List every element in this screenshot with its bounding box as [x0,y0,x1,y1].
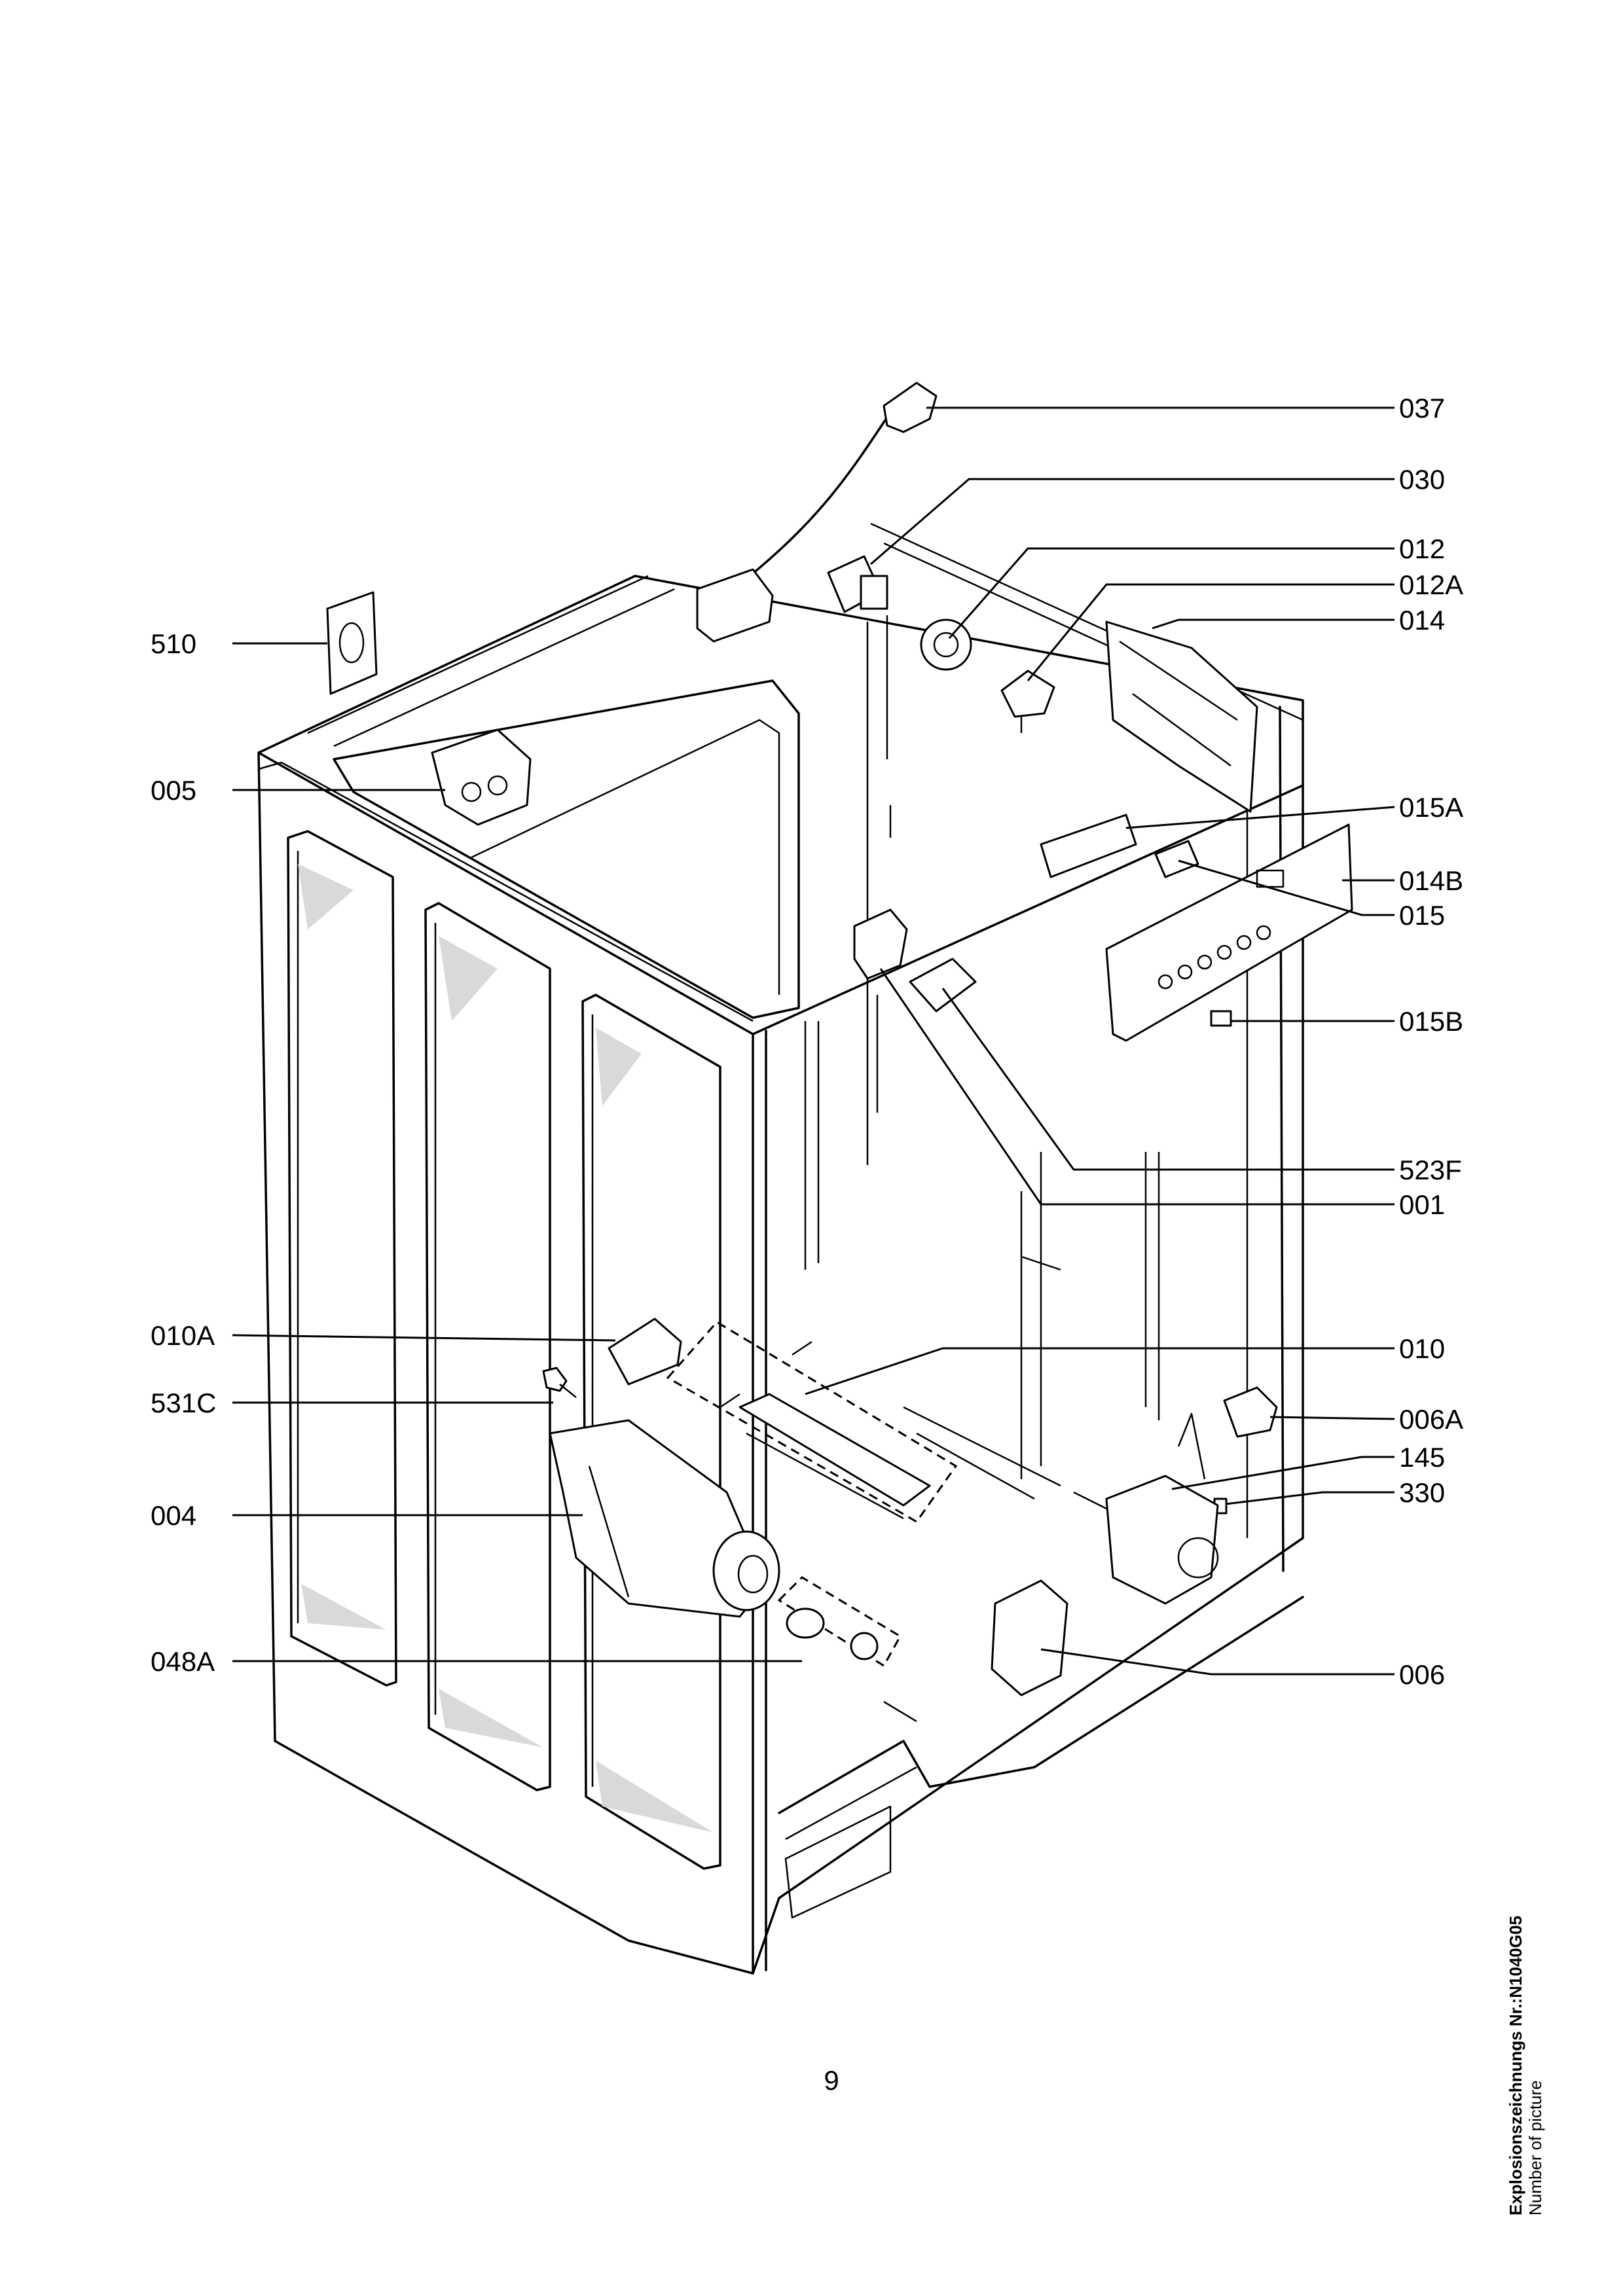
part-012A-thermostat [1000,670,1055,733]
label-006A: 006A [1399,1404,1463,1435]
picture-number-subtitle: Number of picture [1525,2080,1545,2215]
part-048A-pulley [777,1576,902,1668]
label-015A: 015A [1399,792,1463,823]
part-006A-pump-motor [1223,1386,1278,1438]
part-523F-filter [909,958,977,1013]
picture-number-note: Explosionszeichnungs Nr.:N1040G05 Number… [1506,1916,1545,2215]
label-048A: 048A [151,1646,215,1677]
label-037: 037 [1399,393,1445,423]
label-510: 510 [151,628,196,659]
picture-number-title: Explosionszeichnungs Nr.:N1040G05 [1506,1915,1525,2215]
part-015A-pcb [1040,814,1137,878]
label-014: 014 [1399,605,1445,636]
label-004: 004 [151,1500,196,1531]
part-030-capacitor [827,555,888,613]
label-010: 010 [1399,1333,1445,1364]
label-015B: 015B [1399,1006,1463,1037]
part-004-motor [549,1419,780,1618]
leader-lines [232,406,1395,1676]
label-006: 006 [1399,1659,1445,1690]
part-terminal-block [696,568,774,643]
label-012: 012 [1399,533,1445,564]
part-010-heater [666,1321,958,1523]
page-number: 9 [824,2065,839,2096]
part-531C-screw [542,1367,577,1398]
label-531C: 531C [151,1388,216,1418]
part-010A-bracket [608,1318,682,1386]
part-014-pcb-bracket [1105,620,1258,813]
label-001: 001 [1399,1189,1445,1220]
part-001-module [853,908,908,980]
part-005-valve [431,728,532,826]
part-037-mains-cable [732,382,938,590]
label-015: 015 [1399,900,1445,931]
label-523F: 523F [1399,1155,1462,1185]
part-006-drain-pump [991,1475,1219,1696]
label-330: 330 [1399,1477,1445,1508]
label-010A: 010A [151,1320,215,1351]
part-012-selector-switch [920,619,972,671]
label-012A: 012A [1399,569,1463,600]
label-014B: 014B [1399,865,1463,896]
label-005: 005 [151,775,196,806]
part-145-hose [1177,1412,1206,1480]
label-145: 145 [1399,1442,1445,1473]
part-015B-knob [1210,1010,1232,1027]
part-button [1154,840,1199,878]
label-030: 030 [1399,464,1445,495]
part-510-cover-plate [326,591,378,695]
